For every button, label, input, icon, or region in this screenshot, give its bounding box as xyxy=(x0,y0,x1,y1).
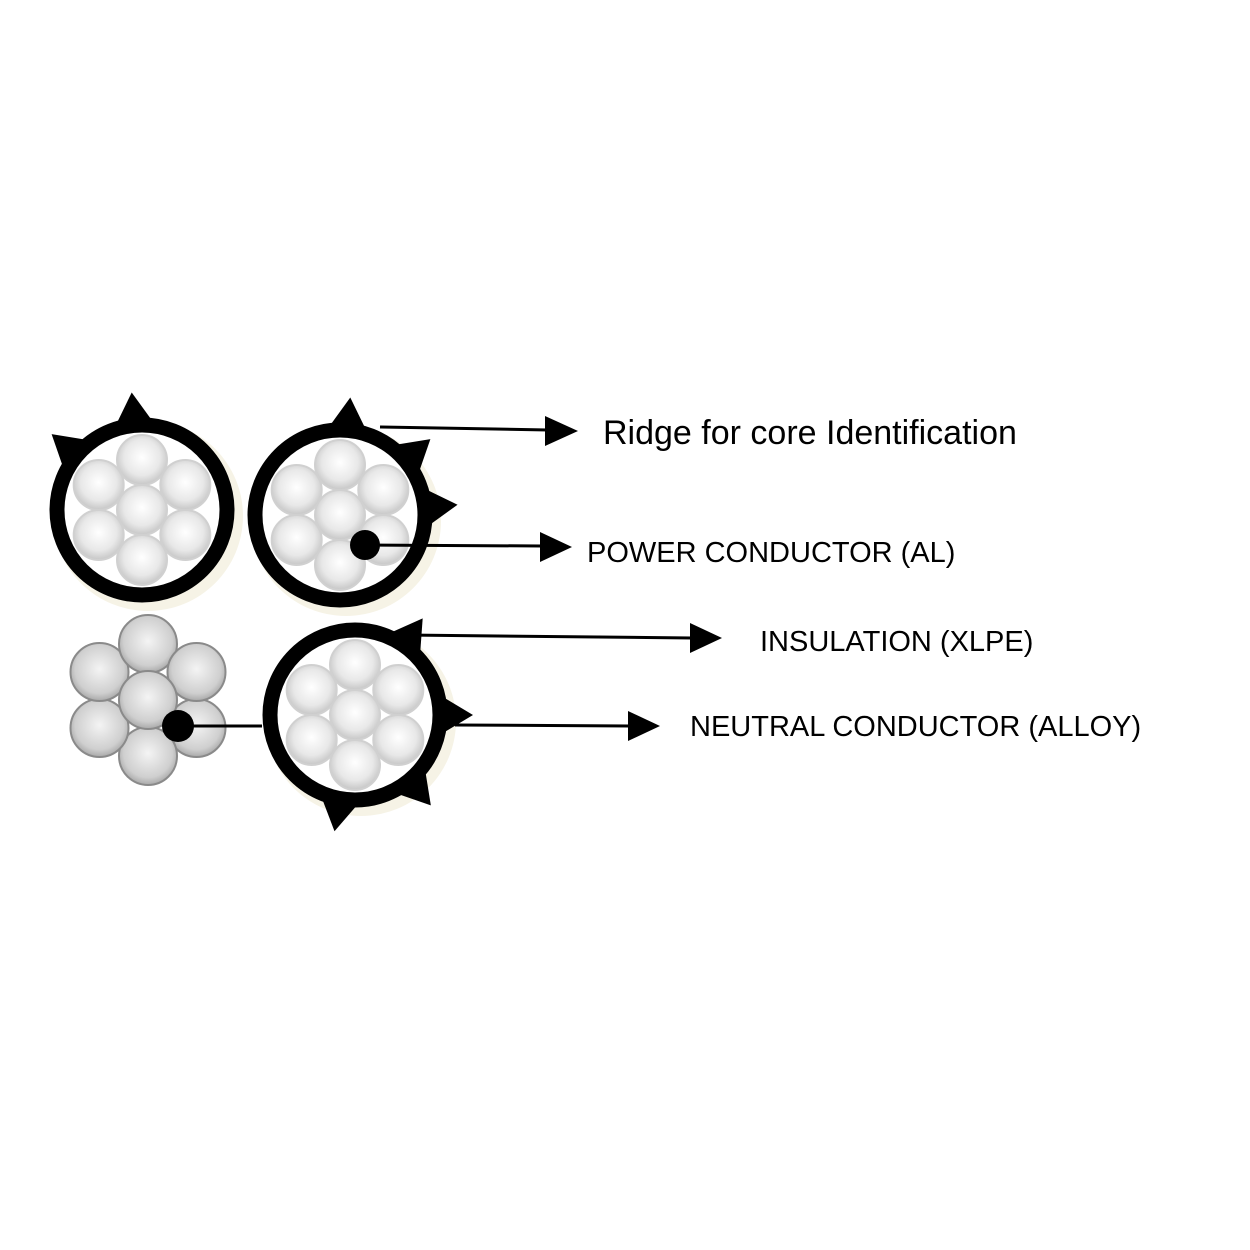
arrowhead xyxy=(628,711,660,741)
insulated-core xyxy=(247,397,458,616)
label-neutral-conductor: NEUTRAL CONDUCTOR (ALLOY) xyxy=(690,711,1142,743)
conductor-strand xyxy=(116,434,168,486)
conductor-strand xyxy=(329,689,381,741)
conductor-strand xyxy=(159,459,212,511)
neutral-conductor xyxy=(69,614,227,786)
insulated-core xyxy=(49,392,243,611)
arrowhead xyxy=(545,416,578,446)
conductor-strand xyxy=(372,714,425,766)
conductor-strand xyxy=(69,642,130,702)
conductor-strand xyxy=(116,534,168,586)
conductor-strand xyxy=(166,642,227,702)
arrowhead xyxy=(690,623,722,653)
conductor-strand xyxy=(357,464,410,516)
arrowhead xyxy=(540,532,572,562)
leader-line xyxy=(454,723,631,728)
leader-lines xyxy=(162,416,722,742)
leader-line xyxy=(364,543,543,548)
conductor-strand xyxy=(72,509,125,561)
conductor-strand xyxy=(314,439,366,491)
conductor-strand xyxy=(285,664,338,716)
conductor-strand xyxy=(329,639,381,691)
conductor-strand xyxy=(116,484,168,536)
conductor-strand xyxy=(285,714,338,766)
leader-line xyxy=(404,633,693,640)
label-insulation: INSULATION (XLPE) xyxy=(760,626,1034,658)
insulated-core xyxy=(262,618,473,832)
label-power-conductor: POWER CONDUCTOR (AL) xyxy=(587,537,956,569)
identification-ridge xyxy=(440,695,473,735)
conductor-strand xyxy=(72,459,125,511)
conductor-strand xyxy=(270,464,323,516)
conductor-strand xyxy=(270,514,323,566)
conductor-strand xyxy=(372,664,425,716)
conductor-strand xyxy=(314,489,366,541)
label-ridge: Ridge for core Identification xyxy=(603,414,1017,452)
leader-line xyxy=(379,425,549,432)
conductor-strand xyxy=(118,670,178,730)
conductor-strand xyxy=(329,739,381,791)
conductor-strand xyxy=(159,509,212,561)
